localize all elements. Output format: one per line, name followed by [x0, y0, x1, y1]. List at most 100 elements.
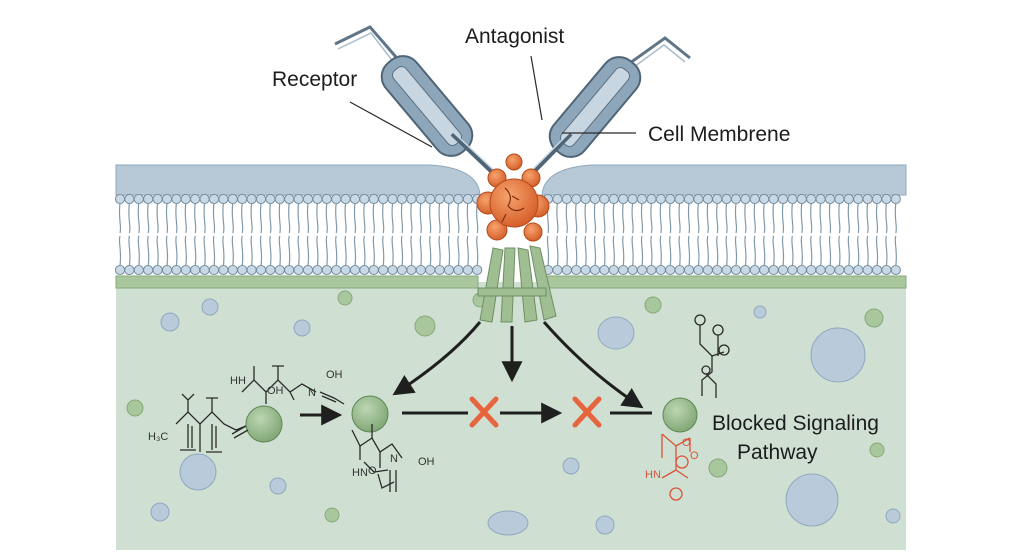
lipid-head [321, 264, 332, 276]
lipid-head [627, 193, 638, 205]
lipid-head [834, 264, 845, 276]
lipid-tail [382, 202, 385, 234]
lipid-head [415, 264, 426, 276]
lipid-tail [344, 202, 347, 234]
signal-arrows [300, 321, 652, 426]
lipid-tail [866, 202, 869, 234]
lipid-head [340, 193, 351, 205]
lipid-tail [306, 202, 310, 234]
lipid-tail [231, 235, 234, 267]
lipid-head [293, 264, 304, 276]
receptor-label: Receptor [272, 68, 357, 91]
lipid-head [124, 264, 135, 276]
lipid-tail [137, 202, 140, 234]
lipid-tail [706, 202, 709, 234]
lipid-tail [866, 235, 869, 267]
lipid-tail [335, 235, 338, 267]
receptor-left [334, 25, 498, 178]
lipid-head [368, 264, 379, 276]
lipid-tail [147, 235, 150, 267]
lipid-head [740, 264, 751, 276]
lipid-tail [781, 235, 785, 267]
receptor-needle-hi [452, 131, 498, 174]
lipid-head [443, 193, 455, 205]
lipid-head [302, 264, 314, 276]
lipid-tail [885, 202, 888, 234]
lipid-tail [678, 235, 681, 267]
lipid-head [462, 193, 473, 205]
particle [201, 298, 219, 316]
channel-rod [517, 247, 538, 323]
particle [597, 316, 635, 350]
lipid-head [434, 264, 445, 276]
lipid-tail [565, 235, 568, 267]
lipid-head [368, 193, 379, 205]
lipid-head [406, 264, 417, 276]
lipid-head [472, 264, 483, 276]
lipid-tail [278, 202, 281, 234]
lipid-head [321, 193, 332, 205]
lipid-head [806, 193, 817, 205]
particle [644, 296, 662, 314]
lipid-tail [875, 235, 879, 267]
lipid-tail [184, 235, 187, 267]
particle [324, 507, 340, 523]
lipid-head [824, 264, 836, 276]
lipid-tail [429, 235, 432, 267]
lipid-head [349, 193, 361, 205]
arrow-icon [542, 321, 644, 409]
lipid-head [777, 193, 789, 205]
particle [150, 502, 170, 522]
chem-label: HN [645, 469, 661, 481]
lipid-tail [659, 202, 662, 234]
receptor-wire [334, 25, 404, 65]
lipid-tail [763, 235, 766, 267]
lipid-tail [203, 202, 206, 234]
lipid-head [740, 193, 751, 205]
lipid-head [627, 264, 638, 276]
lipid-tail [593, 235, 597, 267]
lipid-head [396, 193, 408, 205]
lipid-head [255, 193, 267, 205]
lipid-head [284, 264, 295, 276]
lipid-head [871, 193, 883, 205]
lipid-head [453, 193, 464, 205]
lipid-tail [875, 202, 879, 234]
lipid-head [349, 264, 361, 276]
lipid-head [265, 193, 276, 205]
lipid-tail [137, 235, 140, 267]
lipid-tail [128, 235, 131, 267]
lipid-head [749, 193, 760, 205]
particle [708, 458, 728, 478]
lipid-tail [419, 235, 422, 267]
lipid-head [255, 264, 267, 276]
lipid-tail [687, 235, 691, 267]
lipid-tail [269, 235, 272, 267]
lipid-tail [659, 235, 662, 267]
antagonist-lobe [505, 153, 523, 171]
lipid-head [881, 264, 892, 276]
lipid-head [143, 193, 154, 205]
lipid-head [274, 264, 285, 276]
chem-label: O [690, 450, 699, 462]
lipid-head [881, 193, 892, 205]
lipid-head [152, 193, 163, 205]
callout-antagonist [530, 55, 543, 121]
lipid-tail [640, 235, 644, 267]
lipid-tail [353, 202, 357, 234]
blocked-label-line2: Pathway [737, 441, 818, 464]
lipid-tail [438, 235, 441, 267]
antagonist-texture [501, 187, 525, 223]
lipid-tail [447, 202, 451, 234]
lipid-head [561, 193, 572, 205]
lipid-tail [857, 235, 860, 267]
lipid-tail [184, 202, 187, 234]
particle [562, 457, 580, 475]
lipid-head [218, 264, 229, 276]
lipid-tail [678, 202, 681, 234]
lipid-head [114, 264, 126, 276]
lipid-head [862, 264, 873, 276]
lipid-head [434, 193, 445, 205]
lipid-head [759, 264, 770, 276]
